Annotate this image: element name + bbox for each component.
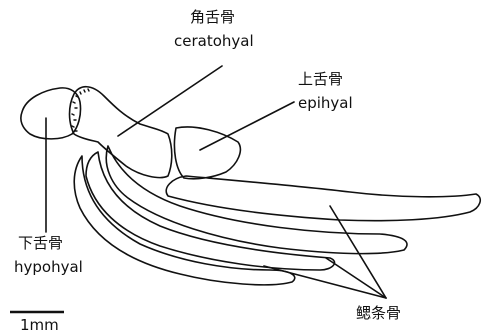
epihyal-label-en: epihyal [298,96,353,111]
leader-epihyal [200,102,294,150]
branchiostegal-ray-2 [106,146,407,254]
ceratohyal-bone [70,87,172,178]
branchiostegal-ray-1 [166,176,480,221]
leader-branchiostegal-c [264,266,386,298]
hypohyal-label-en: hypohyal [14,260,83,275]
branchiostegal-ray-4 [74,156,295,285]
ceratohyal-label-en: ceratohyal [174,34,254,49]
leader-ceratohyal [118,66,222,136]
branchiostegal-label-zh: 鳃条骨 [356,306,401,321]
ceratohyal-label-zh: 角舌骨 [190,10,235,25]
epihyal-label-zh: 上舌骨 [298,72,343,87]
hypohyal-label-zh: 下舌骨 [18,236,63,251]
hypohyal-bone [21,88,81,139]
leader-branchiostegal-b [326,258,386,298]
scale-bar-label: 1mm [20,318,59,333]
